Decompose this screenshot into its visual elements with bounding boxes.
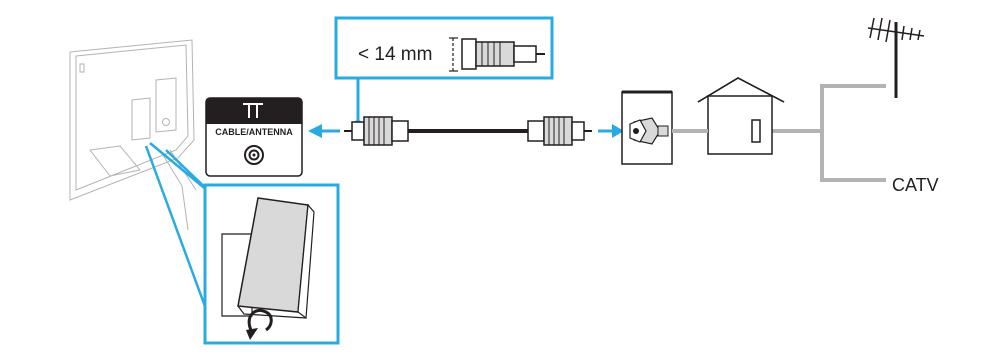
wall-antenna-outlet-icon <box>621 90 673 165</box>
port-label: CABLE/ANTENNA <box>215 127 293 137</box>
plug-connector-detail <box>461 38 545 70</box>
house-icon <box>697 77 785 155</box>
cable-plug-right <box>527 116 592 146</box>
arrow-to-port <box>308 124 340 138</box>
cable-antenna-port-panel: CABLE/ANTENNA <box>205 97 303 177</box>
coaxial-cable <box>344 116 592 146</box>
size-callout: < 14 mm <box>334 16 554 128</box>
catv-label: CATV <box>892 175 939 195</box>
antenna-t-symbol-icon <box>243 103 263 118</box>
tv-back-illustration <box>69 39 197 231</box>
rooftop-antenna-icon <box>867 17 925 98</box>
arrow-to-outlet <box>598 124 624 138</box>
rotate-arrow-icon <box>246 309 273 340</box>
size-callout-text: < 14 mm <box>358 44 432 65</box>
cable-cover-detail <box>203 183 340 345</box>
coaxial-port-icon <box>244 145 264 165</box>
cable-plug-left <box>344 116 409 146</box>
